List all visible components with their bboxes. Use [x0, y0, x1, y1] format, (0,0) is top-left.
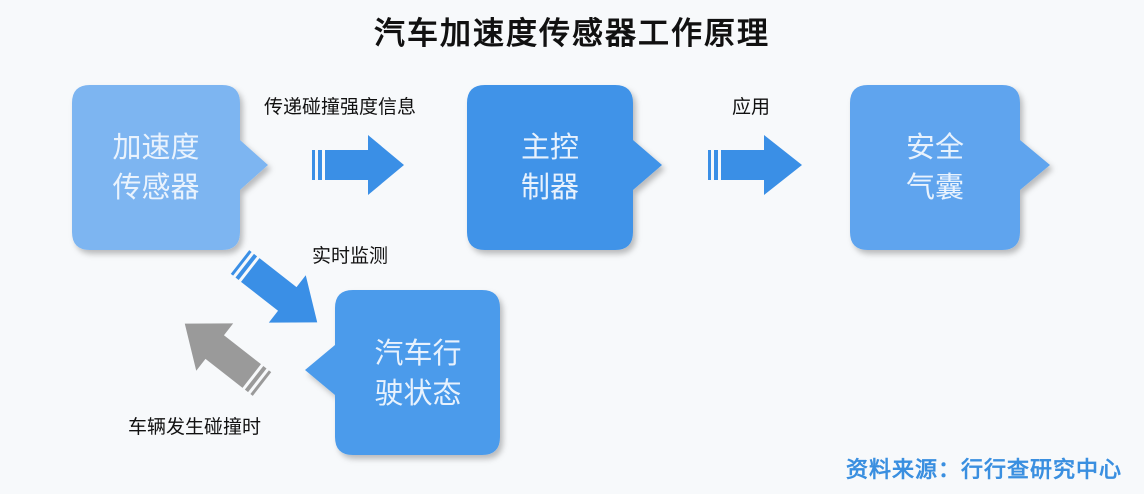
- airbag-label: 安全 气囊: [850, 127, 1020, 207]
- edge-label-apply: 应用: [732, 96, 771, 118]
- arrow-controller-to-airbag: [708, 135, 802, 195]
- driving-state-label-line2: 驶状态: [374, 376, 462, 410]
- controller-label: 主控 制器: [465, 127, 635, 207]
- airbag-box: [850, 85, 1050, 250]
- edge-label-monitor: 实时监测: [312, 245, 389, 267]
- driving-state-box: [305, 290, 500, 455]
- airbag-label-line1: 安全: [905, 130, 964, 164]
- sensor-box: [72, 85, 268, 250]
- source-note: 资料来源：行行查研究中心: [845, 458, 1122, 483]
- driving-state-label-line1: 汽车行: [374, 336, 462, 370]
- arrow-sensor-to-state: [230, 250, 318, 323]
- controller-box: [467, 85, 662, 250]
- controller-label-line2: 制器: [520, 170, 579, 204]
- edge-label-collision: 车辆发生碰撞时: [128, 416, 262, 438]
- arrow-state-to-sensor: [184, 323, 272, 396]
- airbag-label-line2: 气囊: [905, 170, 964, 204]
- arrow-sensor-to-controller: [312, 135, 404, 195]
- controller-label-line1: 主控: [520, 130, 579, 164]
- edge-label-transmit: 传递碰撞强度信息: [264, 96, 417, 118]
- sensor-label-line1: 加速度: [112, 130, 200, 164]
- page-title: 汽车加速度传感器工作原理: [374, 16, 770, 52]
- sensor-label-line2: 传感器: [112, 170, 200, 204]
- sensor-label: 加速度 传感器: [71, 127, 241, 207]
- driving-state-label: 汽车行 驶状态: [333, 333, 503, 413]
